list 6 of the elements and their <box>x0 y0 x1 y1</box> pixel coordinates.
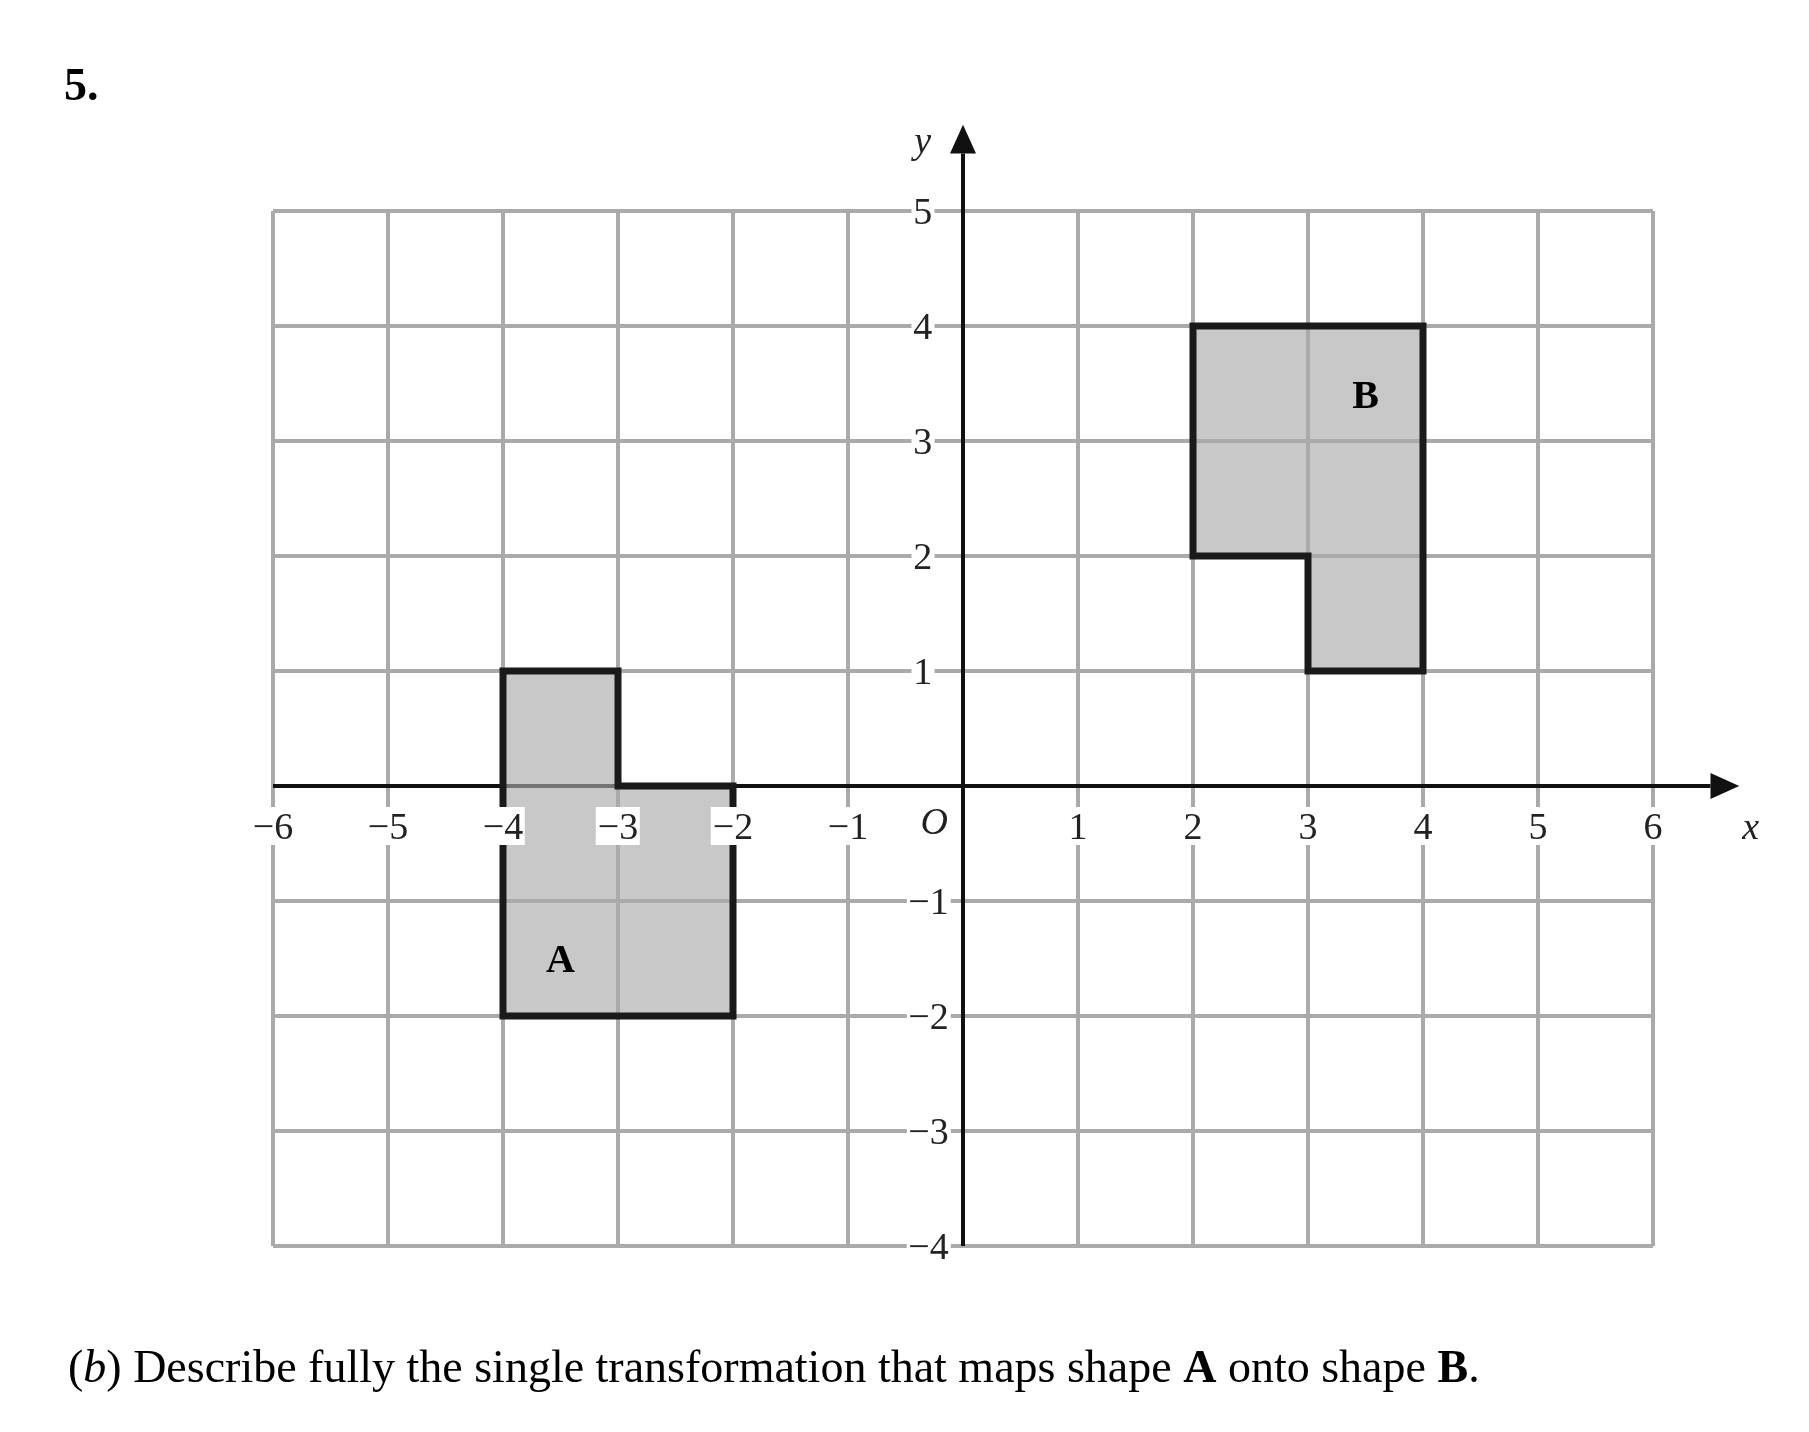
shape-label: A <box>546 938 575 979</box>
question-number: 5. <box>64 58 99 111</box>
tick-label: 4 <box>1411 807 1435 846</box>
tick-label: −3 <box>595 807 641 846</box>
shape-label: B <box>1352 375 1379 415</box>
question-text: (b) Describe fully the single transformation that maps shape A onto shape B. <box>68 1340 1480 1393</box>
